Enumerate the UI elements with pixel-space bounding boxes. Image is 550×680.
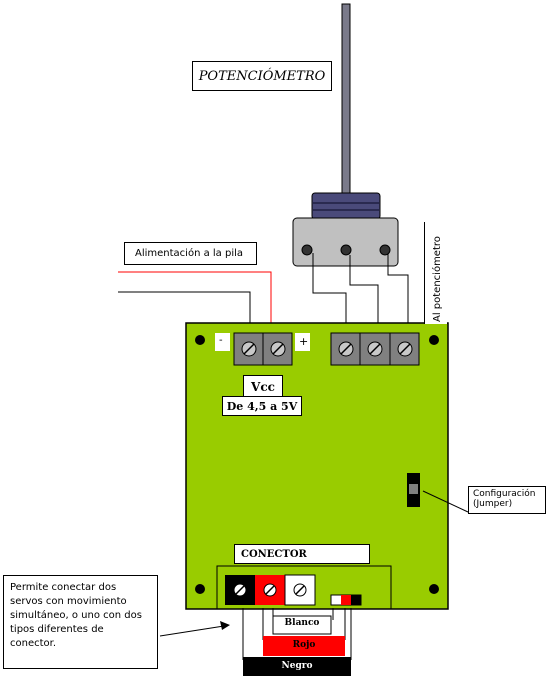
mount-hole <box>195 584 205 594</box>
potentiometer-base <box>292 217 399 267</box>
plus-sign: + <box>299 335 309 348</box>
voltage-text: De 4,5 a 5V <box>226 399 298 413</box>
note-arrowhead <box>220 621 230 630</box>
band-red <box>263 636 345 656</box>
red-label: Rojo <box>292 640 316 650</box>
pot-side-text: Al potenciómetro <box>432 236 443 322</box>
connector-label: CONECTOR <box>234 544 370 564</box>
vcc-text: Vcc <box>251 379 275 394</box>
potentiometer-shaft <box>341 3 351 197</box>
power-label: Alimentación a la pila <box>124 242 257 265</box>
note-text: Permite conectar dos servos con movimien… <box>10 582 142 649</box>
pot-pin <box>301 244 313 256</box>
pot-pin <box>340 244 352 256</box>
minus-box <box>215 333 230 351</box>
power-wire-red <box>118 271 272 333</box>
mount-hole <box>429 584 439 594</box>
band-white <box>272 615 332 635</box>
pot-wire <box>387 254 409 332</box>
note-arrow <box>159 625 225 637</box>
config-leader <box>422 490 469 513</box>
pot-terminal <box>330 332 420 366</box>
minus-sign: - <box>219 335 223 346</box>
pot-side-label: Al potenciómetro <box>424 222 447 324</box>
voltage-box: De 4,5 a 5V <box>222 396 302 416</box>
jumper-cap <box>409 484 418 494</box>
pot-pin <box>379 244 391 256</box>
power-terminal <box>233 332 293 366</box>
config-text-1: Configuración <box>473 489 536 499</box>
config-label: Configuración (Jumper) <box>468 486 546 514</box>
mount-hole <box>429 335 439 345</box>
pot-wire <box>349 255 379 332</box>
plus-box <box>295 333 310 351</box>
band-black <box>243 657 351 676</box>
power-wire-black <box>118 291 251 333</box>
note-box: Permite conectar dos servos con movimien… <box>3 575 158 669</box>
white-label: Blanco <box>284 618 320 628</box>
pot-wire <box>312 253 347 332</box>
potentiometer-knob <box>311 192 381 220</box>
config-text-2: (Jumper) <box>473 499 513 509</box>
vcc-box: Vcc <box>243 375 283 397</box>
black-label: Negro <box>281 661 313 671</box>
title-text: POTENCIÓMETRO <box>198 68 326 84</box>
mount-hole <box>195 335 205 345</box>
connector-text: CONECTOR <box>241 548 307 560</box>
power-label-text: Alimentación a la pila <box>135 248 244 259</box>
connector-outline <box>216 565 392 609</box>
title-box: POTENCIÓMETRO <box>192 61 332 91</box>
